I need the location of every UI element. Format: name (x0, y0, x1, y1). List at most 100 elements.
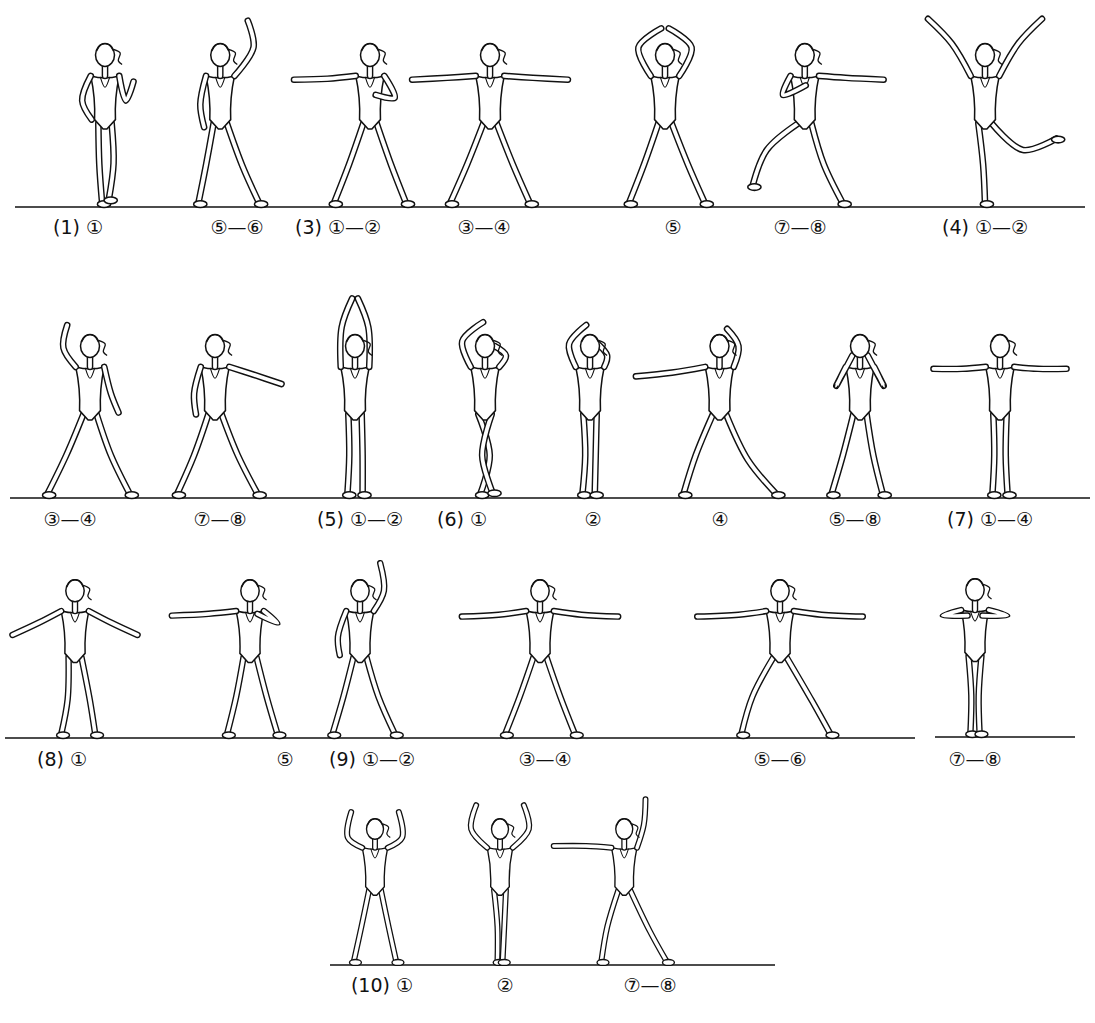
head (976, 44, 995, 67)
limb-fill (983, 66, 987, 76)
limb-outline (366, 657, 395, 734)
limb-outline (716, 357, 723, 367)
limb-outline (104, 367, 118, 413)
torso (471, 367, 500, 420)
limb-outline (367, 66, 374, 76)
ground-line (935, 736, 1075, 738)
dancer-figure (172, 580, 286, 739)
limb-fill (177, 414, 208, 494)
ponytail (258, 585, 266, 600)
hair (81, 335, 98, 342)
dancer-figure (827, 335, 892, 499)
limb-outline (811, 123, 842, 203)
limb-outline (630, 890, 667, 961)
limb-fill (554, 611, 618, 617)
limb-fill (482, 414, 492, 492)
hair (532, 580, 549, 587)
ponytail (674, 49, 683, 64)
limb-fill (373, 839, 376, 848)
limb-outline (497, 123, 530, 203)
limb-outline (943, 610, 968, 616)
shoe (525, 201, 538, 208)
torso (487, 848, 513, 896)
limb-fill (582, 414, 585, 494)
limb-fill (109, 123, 114, 199)
limb-outline (63, 325, 76, 367)
limb-fill (978, 123, 985, 203)
hair (361, 44, 378, 51)
step-label: ⑤ (664, 216, 681, 239)
shoe (663, 959, 675, 965)
dancer-figure (412, 44, 568, 208)
hair (976, 44, 993, 51)
limb-fill (637, 799, 646, 847)
head (96, 44, 115, 67)
step-label: (10) ① (351, 974, 413, 997)
limb-fill (495, 346, 506, 367)
limb-fill (412, 76, 476, 80)
dancer-figure (471, 805, 529, 965)
ponytail (728, 340, 737, 355)
head (361, 44, 380, 67)
limb-fill (376, 76, 395, 99)
limb-outline (928, 19, 971, 76)
limb-fill (12, 611, 61, 635)
limb-outline (786, 657, 830, 734)
limb-fill (61, 657, 68, 734)
shoe (91, 732, 104, 738)
shoe (476, 492, 489, 499)
limb-fill (213, 357, 217, 367)
ponytail (383, 824, 391, 838)
ponytail (499, 49, 508, 64)
shoe (125, 492, 138, 499)
limb-outline (217, 66, 224, 76)
head (710, 335, 729, 358)
limb-outline (352, 357, 359, 367)
limb-outline (494, 890, 498, 961)
limb-outline (222, 414, 258, 494)
limb-fill (218, 66, 222, 76)
shoe (488, 490, 501, 497)
limb-fill (88, 357, 92, 367)
head (367, 819, 384, 839)
limb-outline (783, 76, 806, 95)
hair (656, 44, 673, 51)
limb-fill (868, 356, 884, 386)
limb-outline (595, 414, 597, 494)
dancer-figure (636, 329, 785, 499)
step-label: ⑤—⑥ (210, 216, 263, 239)
ponytail (379, 49, 388, 64)
limb-fill (73, 602, 77, 611)
head (581, 335, 600, 358)
head (771, 580, 789, 602)
head (966, 579, 984, 601)
limb-outline (235, 21, 254, 76)
limb-outline (462, 611, 526, 617)
limb-outline (450, 123, 483, 203)
limb-outline (741, 657, 773, 734)
shoe (172, 492, 185, 499)
shoe (827, 492, 840, 499)
limb-outline (1014, 367, 1066, 369)
limb-outline (801, 66, 808, 76)
limb-outline (868, 356, 884, 386)
limb-outline (857, 357, 864, 367)
dancer-figure (462, 580, 618, 739)
ponytail (632, 824, 640, 838)
limb-fill (354, 890, 369, 961)
hair (772, 580, 789, 587)
torso (766, 611, 794, 663)
hair (206, 335, 223, 342)
step-label: ③—④ (518, 748, 571, 771)
torso (846, 367, 875, 420)
limb-fill (1014, 367, 1066, 369)
shoe (445, 201, 458, 208)
ponytail (83, 585, 91, 600)
torso (206, 76, 235, 129)
limb-fill (483, 357, 487, 367)
hair (581, 335, 598, 342)
limb-fill (794, 611, 863, 617)
shoe (700, 201, 713, 208)
limb-outline (554, 846, 612, 848)
